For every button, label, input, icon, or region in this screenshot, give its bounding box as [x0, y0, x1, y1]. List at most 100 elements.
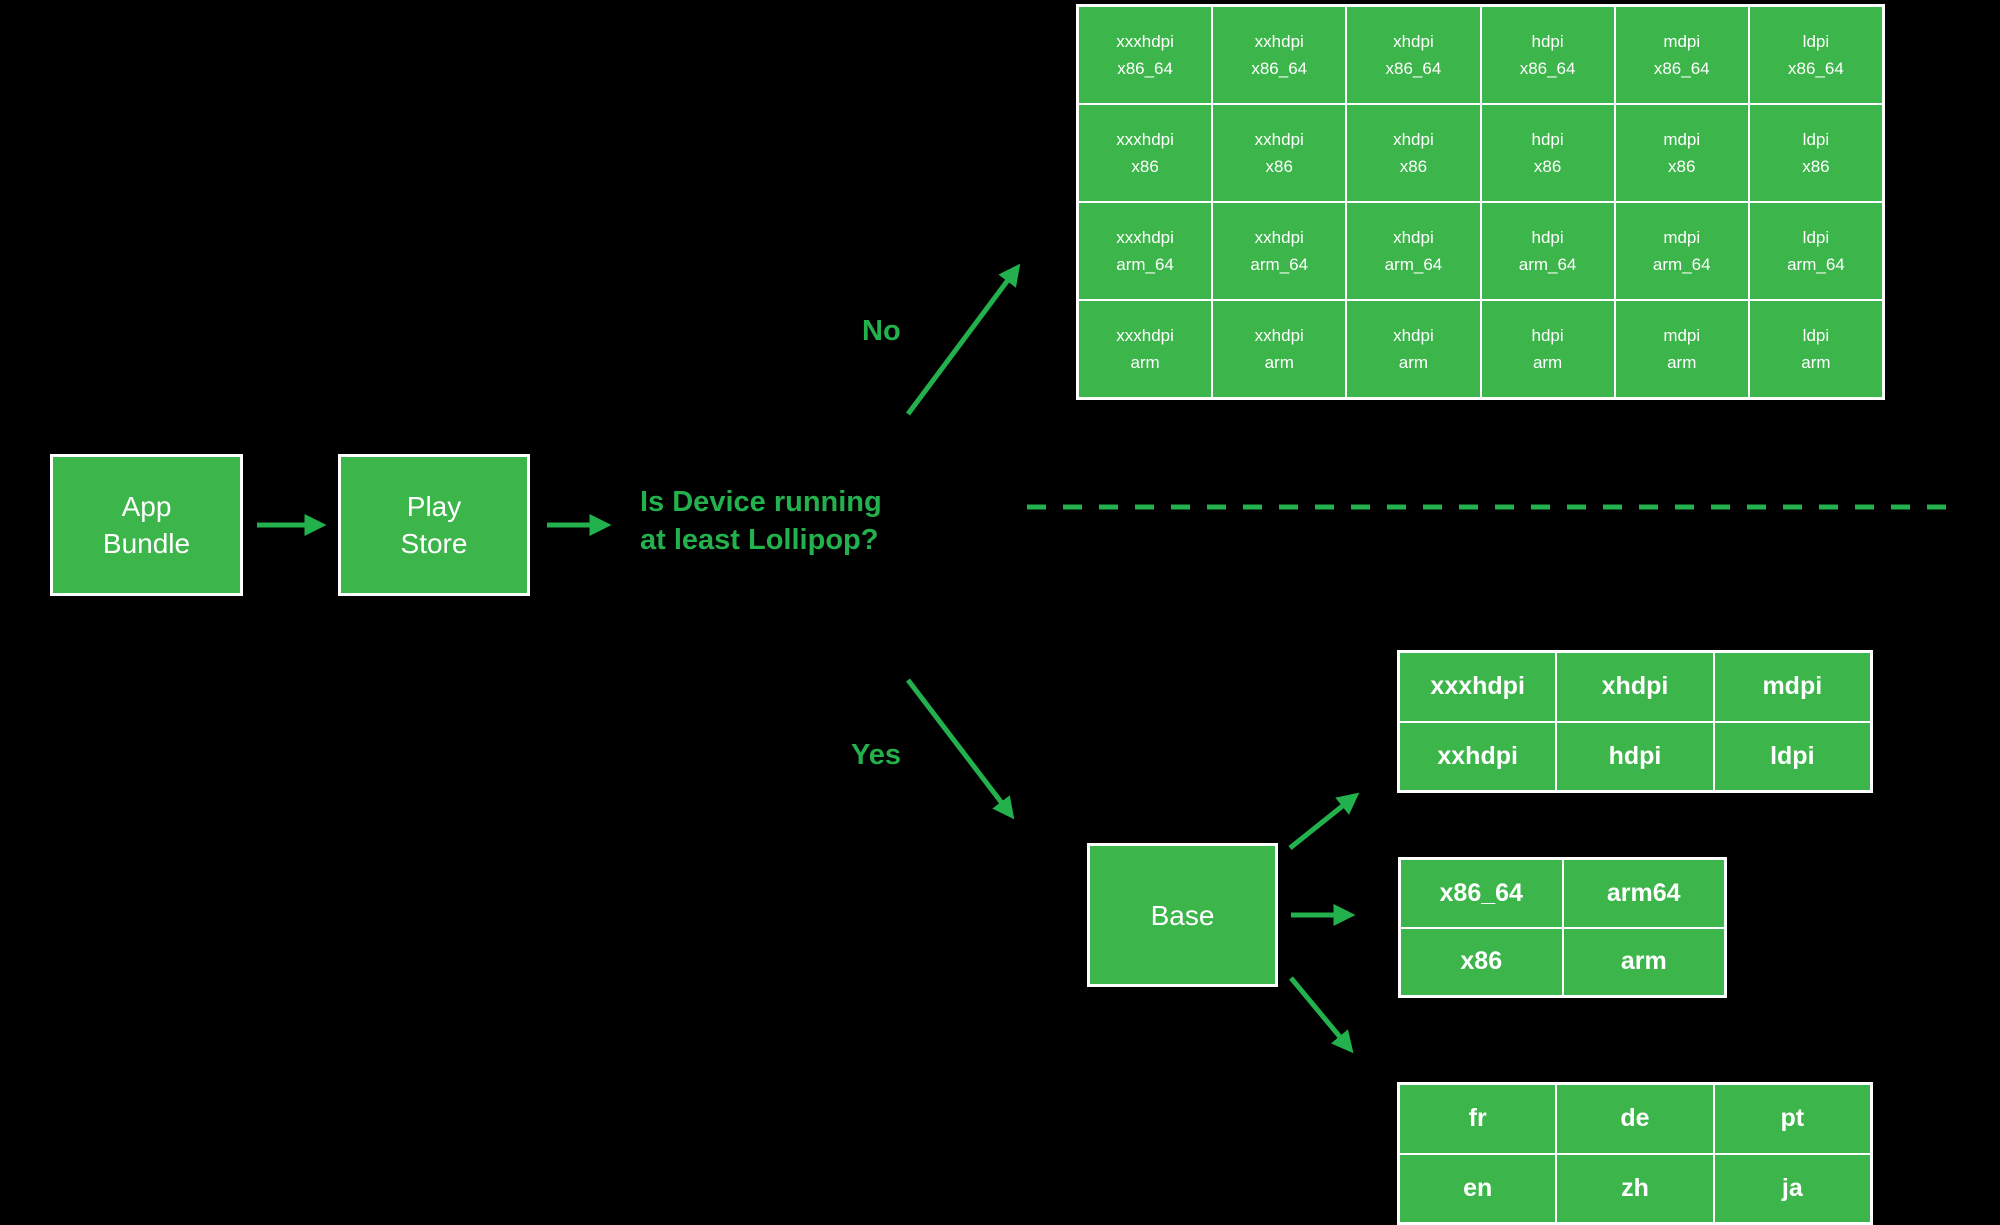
apk-cell-density: hdpi [1531, 228, 1564, 247]
language-cell: ja [1714, 1154, 1870, 1222]
apk-cell-density: ldpi [1802, 228, 1830, 247]
base-label: Base [1150, 899, 1215, 931]
apk-cell: ldpi arm [1749, 301, 1882, 397]
apk-cell-density: xhdpi [1393, 326, 1434, 345]
apk-cell-abi: arm_64 [1250, 255, 1309, 274]
apk-cell-density: xhdpi [1393, 32, 1434, 51]
apk-matrix-table: xxxhdpi x86_64 xxhdpi x86_64 xhdpi x86_6… [1076, 4, 1885, 400]
apk-cell-density: mdpi [1663, 326, 1701, 345]
lollipop-question-text: Is Device running at least Lollipop? [640, 483, 882, 559]
arrow-no-branch [905, 263, 1021, 416]
apk-cell-abi: arm_64 [1384, 255, 1443, 274]
abi-cell: arm64 [1563, 860, 1724, 927]
apk-cell: ldpi x86 [1749, 105, 1882, 201]
apk-cell: hdpi x86_64 [1481, 7, 1614, 103]
play-store-node: Play Store [338, 454, 530, 596]
apk-cell-abi: x86 [1399, 157, 1428, 176]
apk-cell-abi: arm [1667, 353, 1697, 372]
density-cell: mdpi [1714, 653, 1870, 721]
apk-cell: xxxhdpi x86_64 [1079, 7, 1212, 103]
apk-cell: xxxhdpi x86 [1079, 105, 1212, 201]
apk-cell-density: ldpi [1802, 32, 1830, 51]
apk-cell: xxxhdpi arm [1079, 301, 1212, 397]
apk-cell-abi: x86 [1265, 157, 1293, 176]
apk-cell-density: xxhdpi [1254, 228, 1304, 247]
apk-cell-abi: x86_64 [1117, 59, 1173, 78]
apk-cell-density: xxxhdpi [1116, 130, 1174, 149]
apk-cell-abi: x86 [1533, 157, 1562, 176]
density-cell: xxxhdpi [1400, 653, 1556, 721]
apk-cell-density: xxxhdpi [1116, 32, 1174, 51]
apk-cell-abi: x86_64 [1251, 59, 1308, 78]
apk-cell-density: hdpi [1531, 32, 1564, 51]
apk-cell-abi: x86_64 [1385, 59, 1442, 78]
language-cell: pt [1714, 1085, 1870, 1153]
apk-cell-abi: arm [1398, 353, 1429, 372]
apk-cell-abi: x86 [1802, 157, 1830, 176]
apk-cell-density: xxxhdpi [1116, 326, 1174, 345]
yes-branch-label: Yes [851, 739, 901, 771]
density-cell: ldpi [1714, 722, 1870, 790]
apk-cell-density: mdpi [1663, 130, 1701, 149]
apk-cell-density: ldpi [1802, 130, 1830, 149]
apk-cell-density: xxhdpi [1254, 130, 1304, 149]
apk-cell-abi: arm_64 [1116, 255, 1174, 274]
density-cell: xxhdpi [1400, 722, 1556, 790]
apk-cell: xhdpi x86 [1347, 105, 1480, 201]
apk-cell: mdpi x86 [1615, 105, 1748, 201]
apk-cell-density: xhdpi [1393, 228, 1434, 247]
apk-cell-abi: arm [1532, 353, 1563, 372]
app-bundle-label-line1: App [121, 491, 172, 522]
apk-cell: hdpi arm_64 [1481, 203, 1614, 299]
abi-cell: x86 [1401, 928, 1562, 995]
apk-cell-density: hdpi [1531, 326, 1564, 345]
density-cell: xhdpi [1557, 653, 1713, 721]
apk-cell: xhdpi arm_64 [1347, 203, 1480, 299]
apk-cell-abi: x86_64 [1519, 59, 1576, 78]
apk-cell: hdpi arm [1481, 301, 1614, 397]
apk-cell-abi: arm_64 [1652, 255, 1711, 274]
app-bundle-node: App Bundle [50, 454, 243, 596]
apk-cell: xxhdpi arm [1213, 301, 1346, 397]
language-split-table: fr de pt en zh ja [1397, 1082, 1873, 1225]
apk-cell-abi: arm_64 [1518, 255, 1577, 274]
apk-cell-abi: arm [1264, 353, 1294, 372]
apk-cell-density: xxhdpi [1254, 32, 1304, 51]
language-cell: de [1557, 1085, 1713, 1153]
arrow-yes-branch [906, 678, 1015, 820]
apk-cell-density: xhdpi [1393, 130, 1434, 149]
density-cell: hdpi [1557, 722, 1713, 790]
language-cell: fr [1400, 1085, 1556, 1153]
apk-cell: ldpi x86_64 [1749, 7, 1882, 103]
apk-cell-density: ldpi [1802, 326, 1830, 345]
abi-cell: arm [1563, 928, 1724, 995]
apk-cell-abi: arm_64 [1787, 255, 1845, 274]
apk-cell: xhdpi x86_64 [1347, 7, 1480, 103]
apk-cell-density: hdpi [1531, 130, 1564, 149]
apk-cell-abi: arm [1801, 353, 1831, 372]
abi-cell: x86_64 [1401, 860, 1562, 927]
arrow-base-to-language-table [1289, 976, 1354, 1054]
language-cell: en [1400, 1154, 1556, 1222]
apk-cell-abi: x86 [1131, 157, 1159, 176]
language-cell: zh [1557, 1154, 1713, 1222]
apk-cell: mdpi arm [1615, 301, 1748, 397]
apk-cell: xxxhdpi arm_64 [1079, 203, 1212, 299]
apk-cell-abi: x86_64 [1788, 59, 1844, 78]
apk-cell-abi: arm [1130, 353, 1160, 372]
apk-cell-abi: x86_64 [1653, 59, 1710, 78]
apk-cell-density: mdpi [1663, 32, 1701, 51]
arrow-base-to-density-table [1288, 792, 1360, 850]
density-split-table: xxxhdpi xhdpi mdpi xxhdpi hdpi ldpi [1397, 650, 1873, 793]
apk-cell: mdpi x86_64 [1615, 7, 1748, 103]
apk-cell-density: xxxhdpi [1116, 228, 1174, 247]
apk-cell-abi: x86 [1668, 157, 1696, 176]
play-store-label-line2: Store [400, 528, 468, 559]
no-branch-label: No [862, 315, 901, 347]
apk-cell-density: mdpi [1663, 228, 1701, 247]
apk-cell: hdpi x86 [1481, 105, 1614, 201]
play-store-label-line1: Play [406, 491, 462, 522]
apk-cell: xxhdpi arm_64 [1213, 203, 1346, 299]
apk-cell: ldpi arm_64 [1749, 203, 1882, 299]
